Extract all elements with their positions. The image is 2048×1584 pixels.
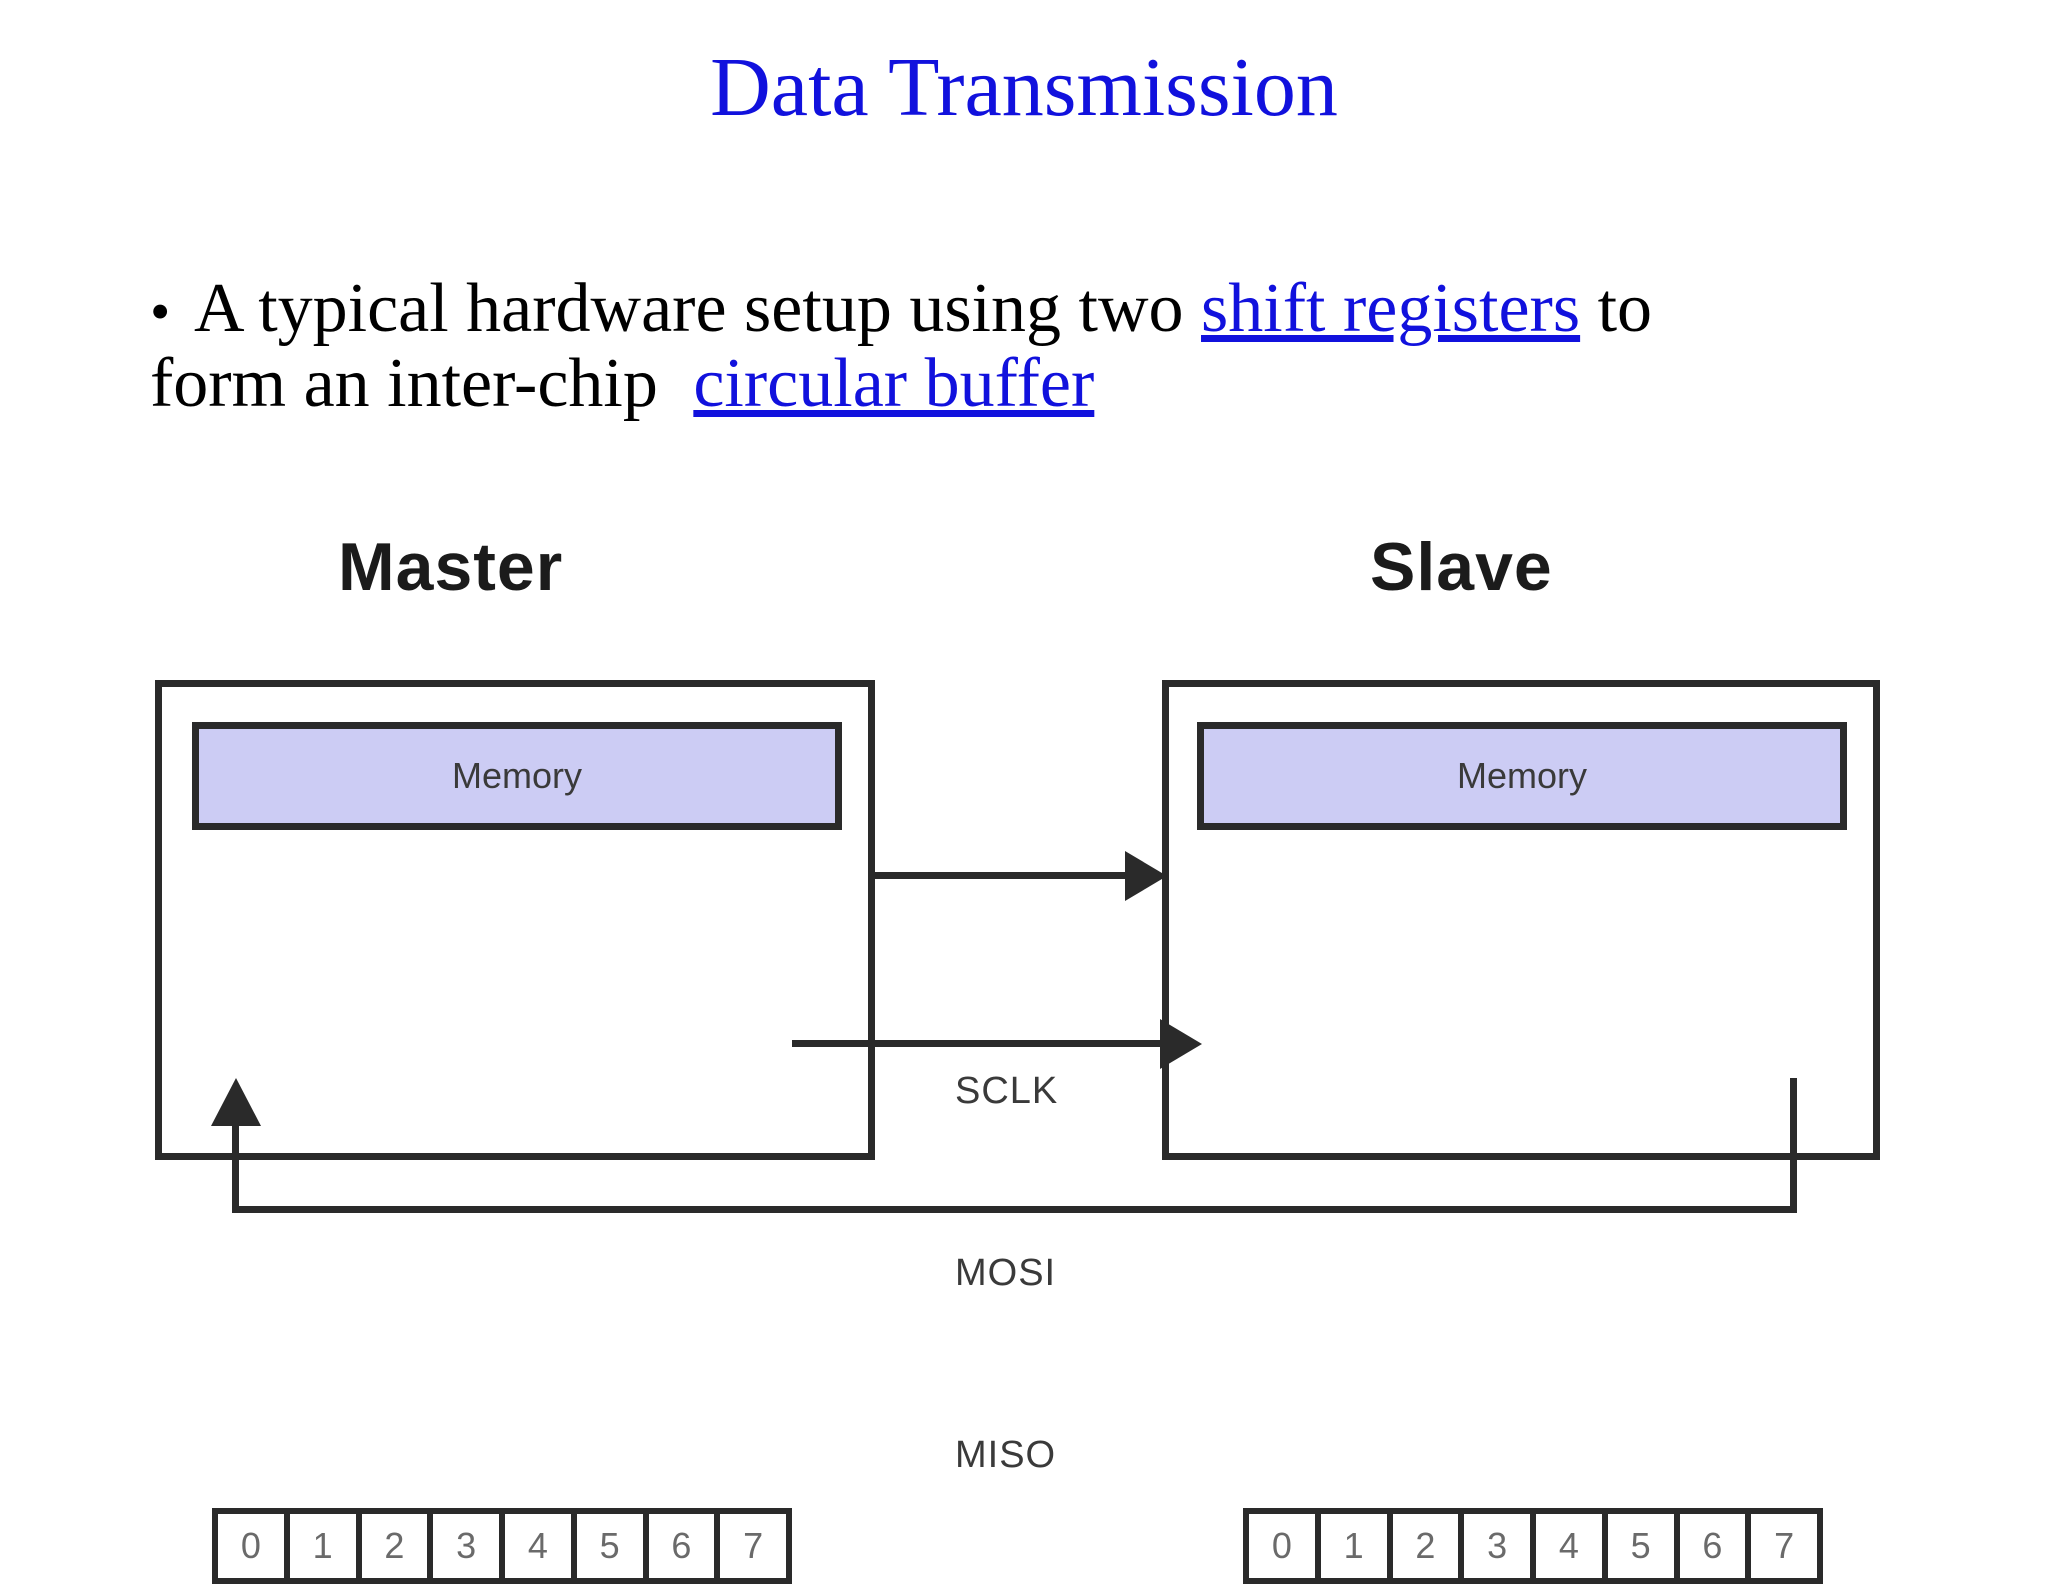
register-cell: 5 [1608,1514,1680,1578]
register-cell: 3 [433,1514,505,1578]
register-cell: 5 [577,1514,649,1578]
miso-label: MISO [955,1434,1057,1476]
bullet-text-part-3: form an inter-chip [150,344,676,422]
page-title: Data Transmission [710,41,1338,134]
spi-diagram: Master Slave Memory Memory SCLK MOSI MIS… [0,500,2048,1584]
link-circular-buffer[interactable]: circular buffer [693,344,1095,422]
register-cell: 2 [1393,1514,1465,1578]
sclk-arrow-icon [1125,851,1167,901]
register-cell: 6 [1680,1514,1752,1578]
bullet-text-part-1: A typical hardware setup using two [194,270,1202,347]
slave-memory-label: Memory [1456,755,1587,796]
register-cell: 7 [1774,1525,1795,1566]
slave-label: Slave [1370,529,1553,605]
mosi-wire [792,1040,1172,1047]
register-cell: 1 [1321,1514,1393,1578]
mosi-label: MOSI [955,1252,1057,1294]
master-label: Master [338,529,564,605]
sclk-label: SCLK [955,1070,1059,1112]
bullet-paragraph: • A typical hardware setup using two shif… [150,270,1930,422]
sclk-wire [875,872,1135,879]
register-cell: 7 [743,1525,764,1566]
register-cell: 6 [649,1514,721,1578]
register-cell: 0 [1249,1514,1321,1578]
register-cell: 0 [218,1514,290,1578]
miso-wire-up-master [232,1118,239,1210]
register-cell: 2 [362,1514,434,1578]
miso-wire-down-slave [1790,1078,1797,1213]
miso-arrow-icon [211,1078,261,1126]
master-memory-block: Memory [192,722,842,830]
mosi-arrow-icon [1160,1019,1202,1069]
bullet-point-icon: • [150,279,171,344]
master-memory-label: Memory [451,755,582,796]
miso-wire-horizontal [232,1206,1797,1213]
register-cell: 1 [290,1514,362,1578]
link-shift-registers[interactable]: shift registers [1201,270,1581,347]
register-cell: 3 [1464,1514,1536,1578]
bullet-text-part-2: to [1580,270,1653,347]
register-cell: 4 [1536,1514,1608,1578]
slave-memory-block: Memory [1197,722,1847,830]
register-cell: 4 [505,1514,577,1578]
